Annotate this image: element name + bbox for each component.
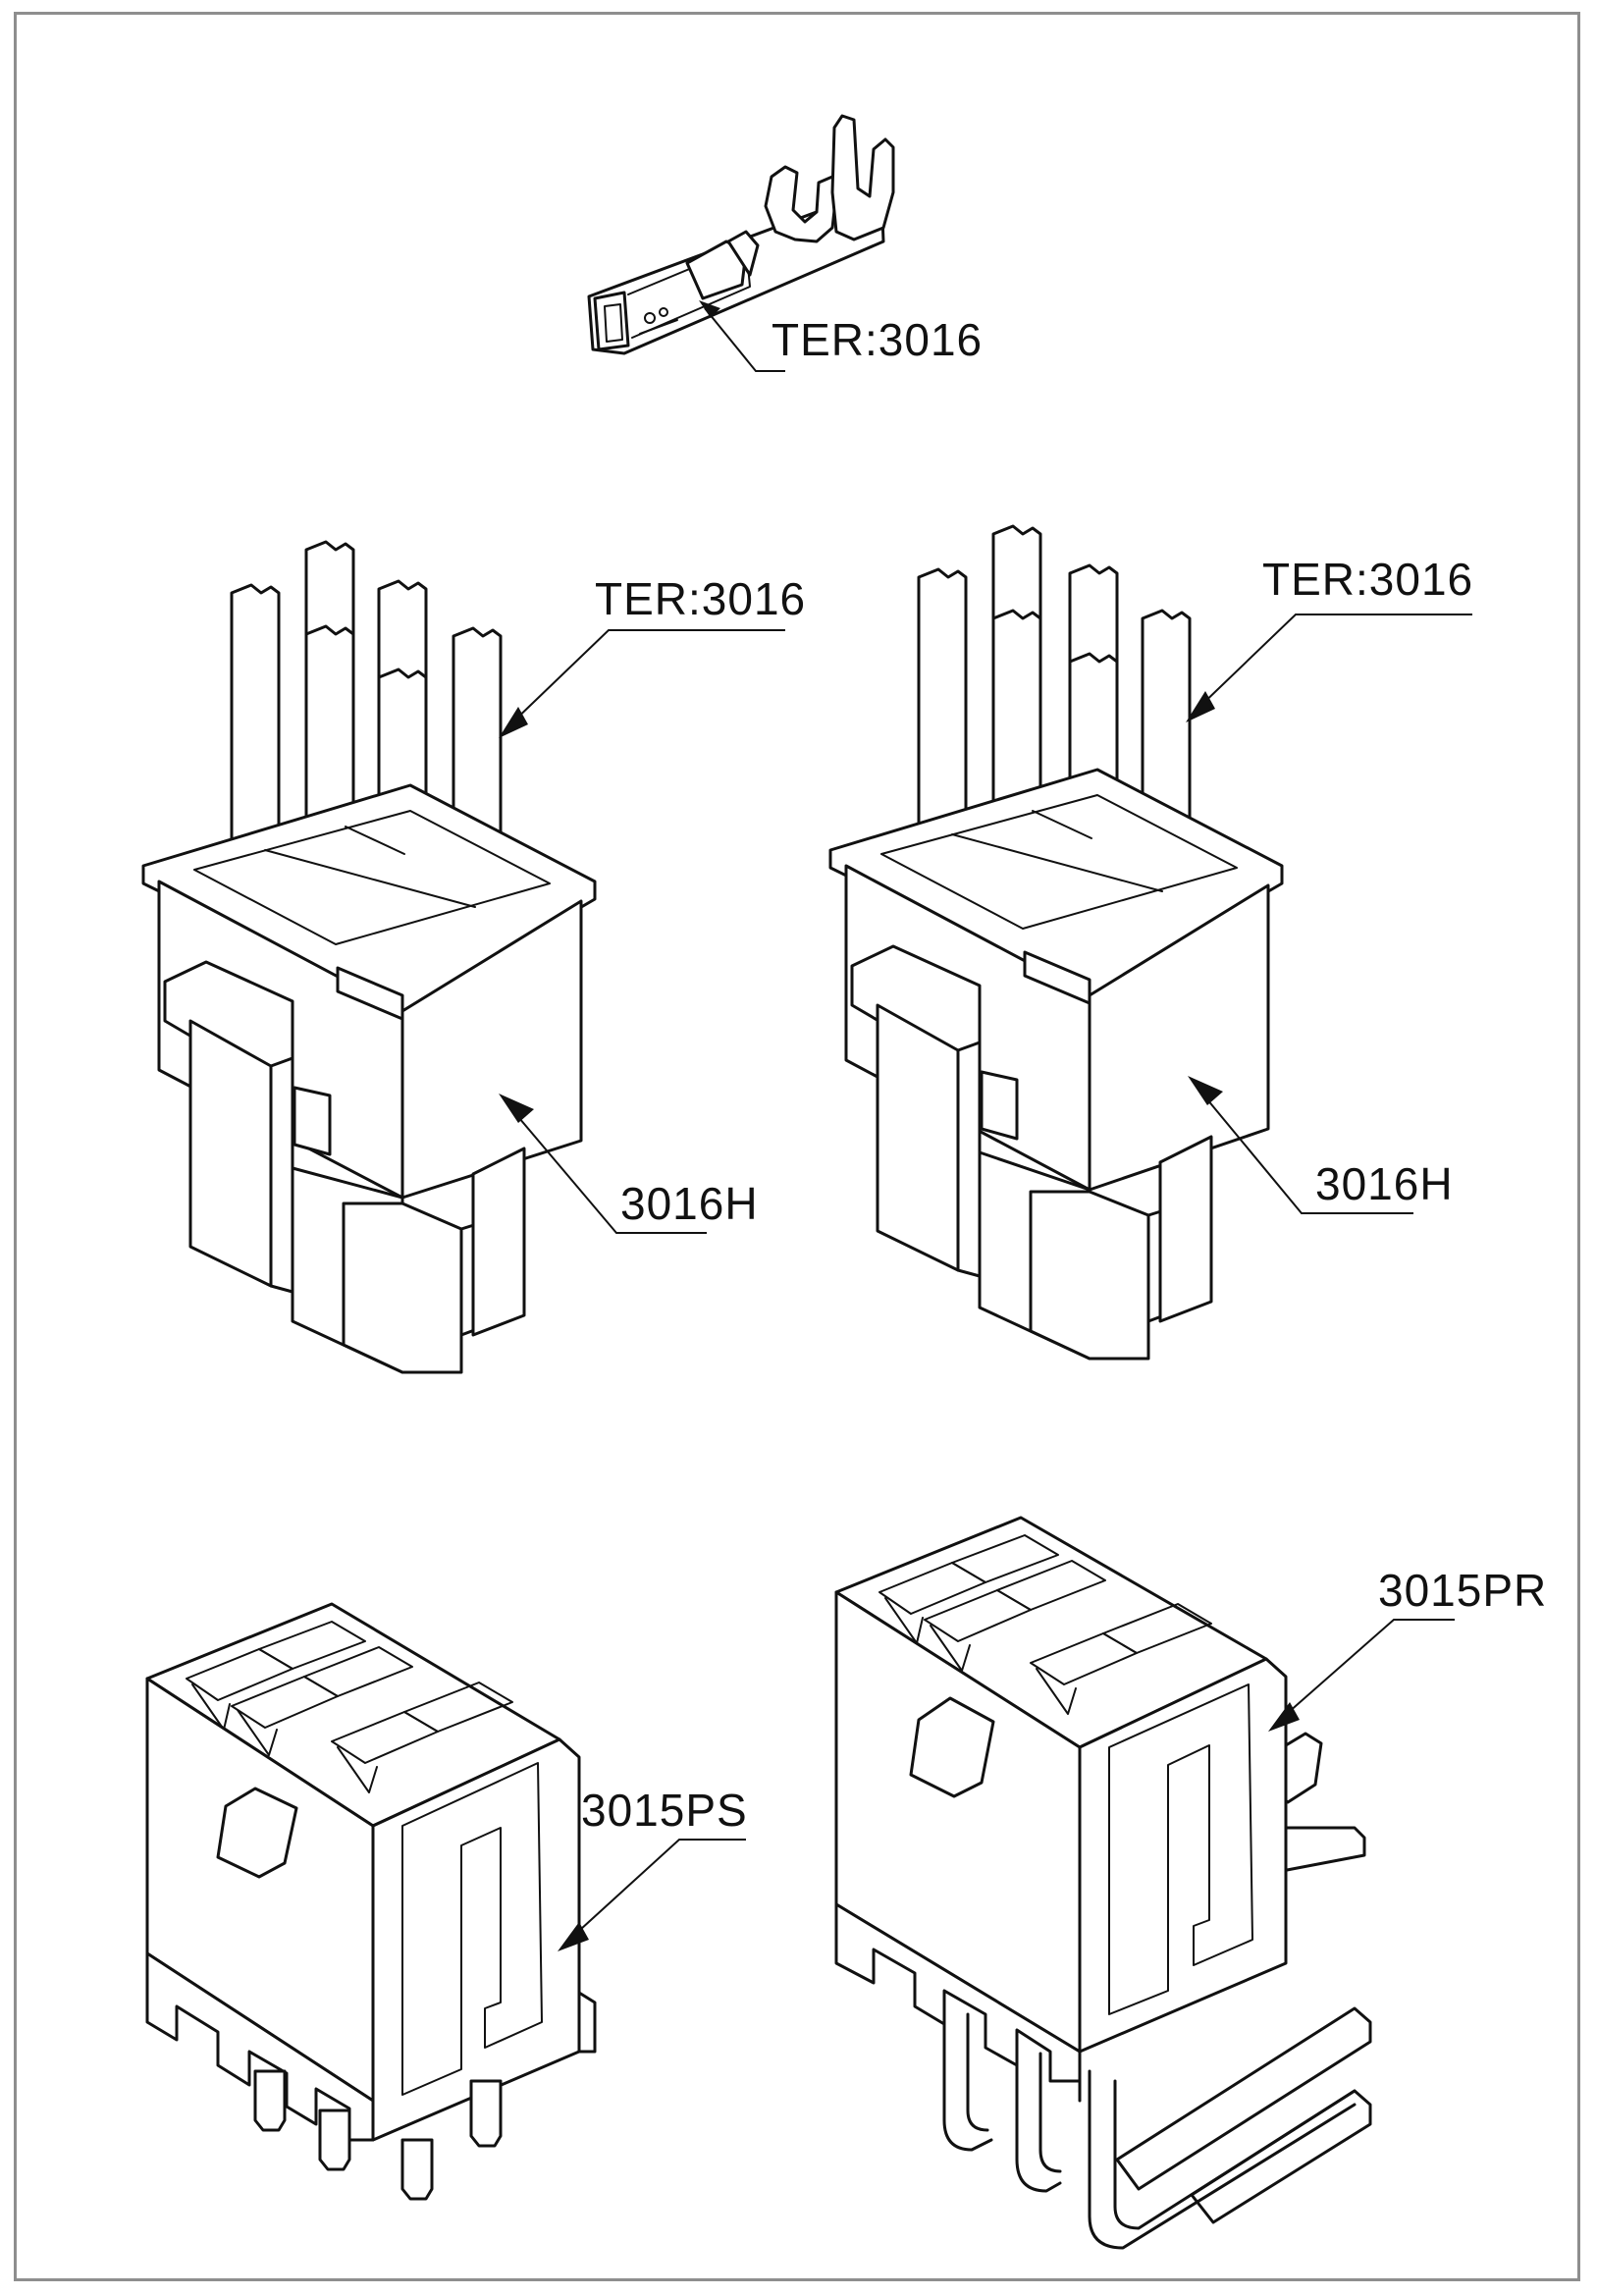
callout-terminal: TER:3016 <box>699 300 983 372</box>
housing-3016h-left <box>141 540 597 1374</box>
callout-3015pr: 3015PR <box>1268 1565 1547 1732</box>
callout-right-housing-part: 3016H <box>1188 1076 1454 1214</box>
terminal-ter3016 <box>587 114 895 355</box>
label-ter-3016-terminal: TER:3016 <box>772 314 983 365</box>
header-3015ps <box>145 1602 597 2201</box>
label-3015ps: 3015PS <box>581 1785 748 1836</box>
label-3016h-left: 3016H <box>620 1178 759 1229</box>
callout-left-housing-part: 3016H <box>499 1094 759 1234</box>
label-ter-3016-left: TER:3016 <box>595 573 806 624</box>
label-3016h-right: 3016H <box>1315 1158 1454 1209</box>
callout-right-housing-terminal: TER:3016 <box>1186 554 1473 722</box>
label-ter-3016-right: TER:3016 <box>1262 554 1473 605</box>
callout-3015ps: 3015PS <box>558 1785 748 1951</box>
housing-3016h-right <box>828 524 1284 1361</box>
callout-left-housing-terminal: TER:3016 <box>499 573 806 738</box>
label-3015pr: 3015PR <box>1378 1565 1547 1616</box>
header-3015pr <box>834 1516 1372 2250</box>
